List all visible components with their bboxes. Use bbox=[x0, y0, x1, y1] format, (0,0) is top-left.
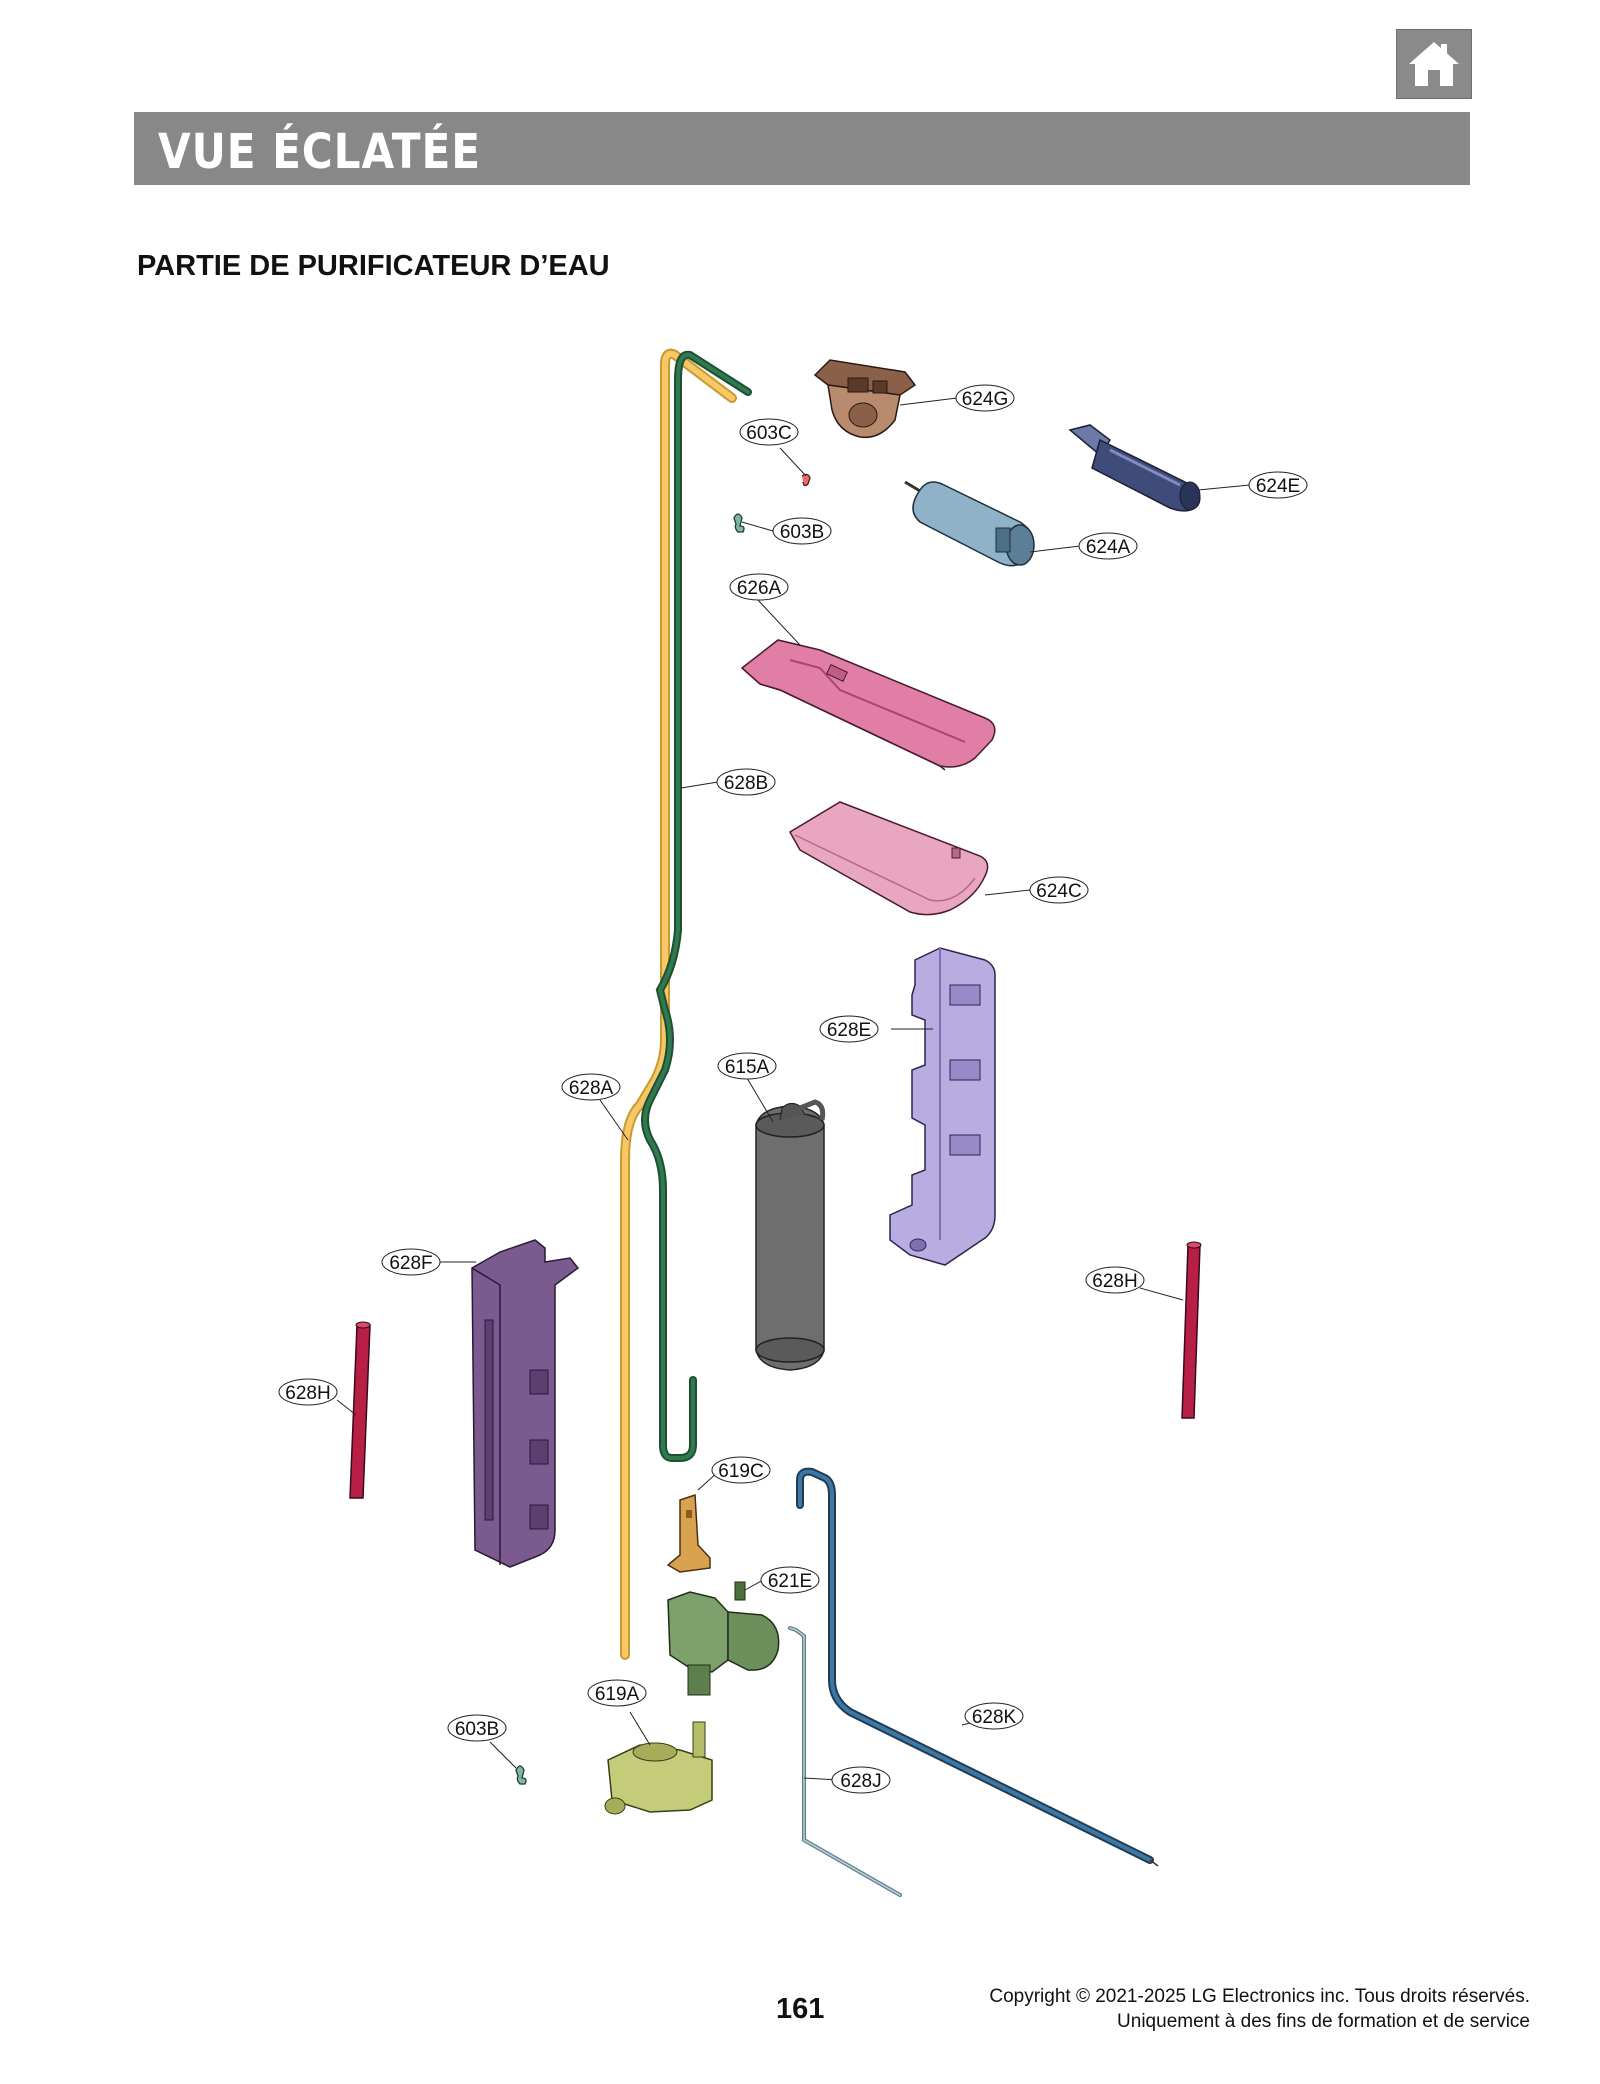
home-button[interactable] bbox=[1396, 29, 1472, 99]
part-624C bbox=[788, 801, 989, 916]
part-603C bbox=[801, 473, 811, 487]
callout-615A: 615A bbox=[717, 1052, 777, 1080]
svg-text:628K: 628K bbox=[972, 1707, 1017, 1728]
part-624E bbox=[1068, 424, 1201, 512]
part-626A bbox=[740, 639, 996, 771]
part-621E bbox=[667, 1581, 780, 1696]
callout-628K: 628K bbox=[964, 1702, 1024, 1730]
svg-text:626A: 626A bbox=[737, 578, 782, 599]
callout-624A: 624A bbox=[1078, 532, 1138, 560]
callout-624C: 624C bbox=[1029, 876, 1089, 904]
callout-624G: 624G bbox=[955, 384, 1015, 412]
svg-text:619A: 619A bbox=[595, 1684, 640, 1705]
callout-624E: 624E bbox=[1248, 471, 1308, 499]
page-subtitle: PARTIE DE PURIFICATEUR D’EAU bbox=[137, 250, 610, 282]
callout-628B: 628B bbox=[716, 768, 776, 796]
callout-628H-right: 628H bbox=[1085, 1266, 1145, 1294]
svg-text:603B: 603B bbox=[780, 522, 824, 543]
part-619C bbox=[666, 1493, 711, 1573]
callout-626A: 626A bbox=[729, 573, 789, 601]
part-628F bbox=[471, 1239, 580, 1568]
page-number: 161 bbox=[776, 1993, 825, 2025]
svg-text:628H: 628H bbox=[285, 1383, 330, 1404]
part-603B-bottom bbox=[515, 1765, 527, 1785]
tube-628J bbox=[788, 1626, 902, 1897]
part-624G bbox=[813, 359, 917, 439]
part-615A bbox=[755, 1099, 826, 1371]
callout-621E: 621E bbox=[760, 1566, 820, 1594]
callout-619A: 619A bbox=[587, 1679, 647, 1707]
svg-text:603C: 603C bbox=[746, 423, 791, 444]
copyright-notice: Copyright © 2021-2025 LG Electronics inc… bbox=[989, 1984, 1530, 2034]
svg-text:628E: 628E bbox=[827, 1020, 871, 1041]
part-619A bbox=[604, 1721, 713, 1815]
svg-text:628J: 628J bbox=[840, 1771, 881, 1792]
callout-603B-bottom: 603B bbox=[447, 1714, 507, 1742]
callout-628A: 628A bbox=[561, 1073, 621, 1101]
callout-603B-top: 603B bbox=[772, 517, 832, 545]
tube-628B bbox=[641, 350, 752, 1462]
tube-628K bbox=[796, 1467, 1159, 1867]
svg-text:628A: 628A bbox=[569, 1078, 614, 1099]
callout-628H-left: 628H bbox=[278, 1378, 338, 1406]
callout-619C: 619C bbox=[711, 1456, 771, 1484]
svg-text:624G: 624G bbox=[962, 389, 1008, 410]
svg-text:628F: 628F bbox=[389, 1253, 432, 1274]
part-628H-right bbox=[1181, 1241, 1202, 1419]
leader-lines bbox=[336, 397, 1251, 1781]
part-628E bbox=[889, 947, 996, 1266]
svg-text:624A: 624A bbox=[1086, 537, 1131, 558]
svg-text:621E: 621E bbox=[768, 1571, 812, 1592]
home-icon bbox=[1409, 42, 1459, 86]
svg-text:628H: 628H bbox=[1092, 1271, 1137, 1292]
svg-text:628B: 628B bbox=[724, 773, 768, 794]
callout-628J: 628J bbox=[831, 1766, 891, 1794]
copyright-line-1: Copyright © 2021-2025 LG Electronics inc… bbox=[989, 1986, 1530, 2007]
part-603B-top bbox=[733, 513, 745, 533]
callout-603C: 603C bbox=[739, 418, 799, 446]
part-628H-left bbox=[349, 1321, 371, 1499]
copyright-line-2: Uniquement à des fins de formation et de… bbox=[1117, 2011, 1530, 2032]
svg-text:603B: 603B bbox=[455, 1719, 499, 1740]
section-title: VUE ÉCLATÉE bbox=[158, 124, 481, 180]
callout-628F: 628F bbox=[381, 1248, 441, 1276]
svg-text:615A: 615A bbox=[725, 1057, 770, 1078]
svg-text:619C: 619C bbox=[718, 1461, 763, 1482]
tube-628A bbox=[620, 348, 737, 1660]
part-624A bbox=[904, 480, 1035, 567]
section-title-bar: VUE ÉCLATÉE bbox=[134, 112, 1470, 185]
callout-628E: 628E bbox=[819, 1015, 879, 1043]
svg-text:624E: 624E bbox=[1256, 476, 1300, 497]
svg-text:624C: 624C bbox=[1036, 881, 1081, 902]
